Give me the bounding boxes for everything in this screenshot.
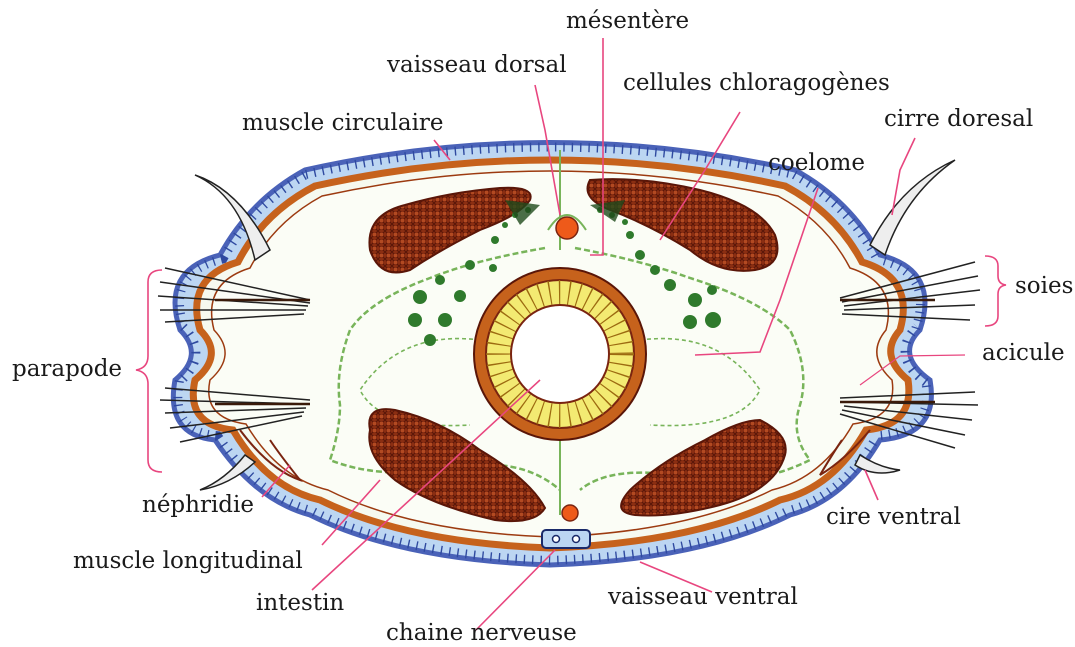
nerve-ganglion-right (573, 536, 580, 543)
label-coelome: coelome (768, 150, 865, 176)
label-vaisseau-dorsal: vaisseau dorsal (386, 52, 567, 78)
label-chaine-nerveuse: chaine nerveuse (386, 620, 577, 646)
label-cirre-doresal: cirre doresal (884, 106, 1033, 132)
label-acicule: acicule (982, 340, 1065, 366)
label-parapode: parapode (12, 356, 122, 382)
soies-bracket (985, 256, 1006, 326)
dorsal-vessel (556, 217, 578, 239)
label-cellules-chloragogenes: cellules chloragogènes (623, 70, 890, 96)
label-nephridie: néphridie (142, 492, 254, 518)
leader-cire-ventral (865, 470, 878, 500)
ventral-vessel (562, 505, 578, 521)
label-mesentere: mésentère (566, 8, 689, 34)
label-soies: soies (1015, 273, 1073, 299)
label-muscle-circulaire: muscle circulaire (242, 110, 444, 136)
intestine (474, 268, 646, 440)
label-muscle-longitudinal: muscle longitudinal (73, 548, 303, 574)
dorsal-cirrus-right (870, 160, 955, 255)
parapode-bracket (136, 270, 162, 472)
intestine-lumen (511, 305, 609, 403)
nerve-ganglion-left (553, 536, 560, 543)
nerve-chain (542, 530, 590, 548)
label-cire-ventral: cire ventral (826, 504, 961, 530)
label-intestin: intestin (256, 590, 344, 616)
label-vaisseau-ventral: vaisseau ventral (607, 584, 798, 610)
